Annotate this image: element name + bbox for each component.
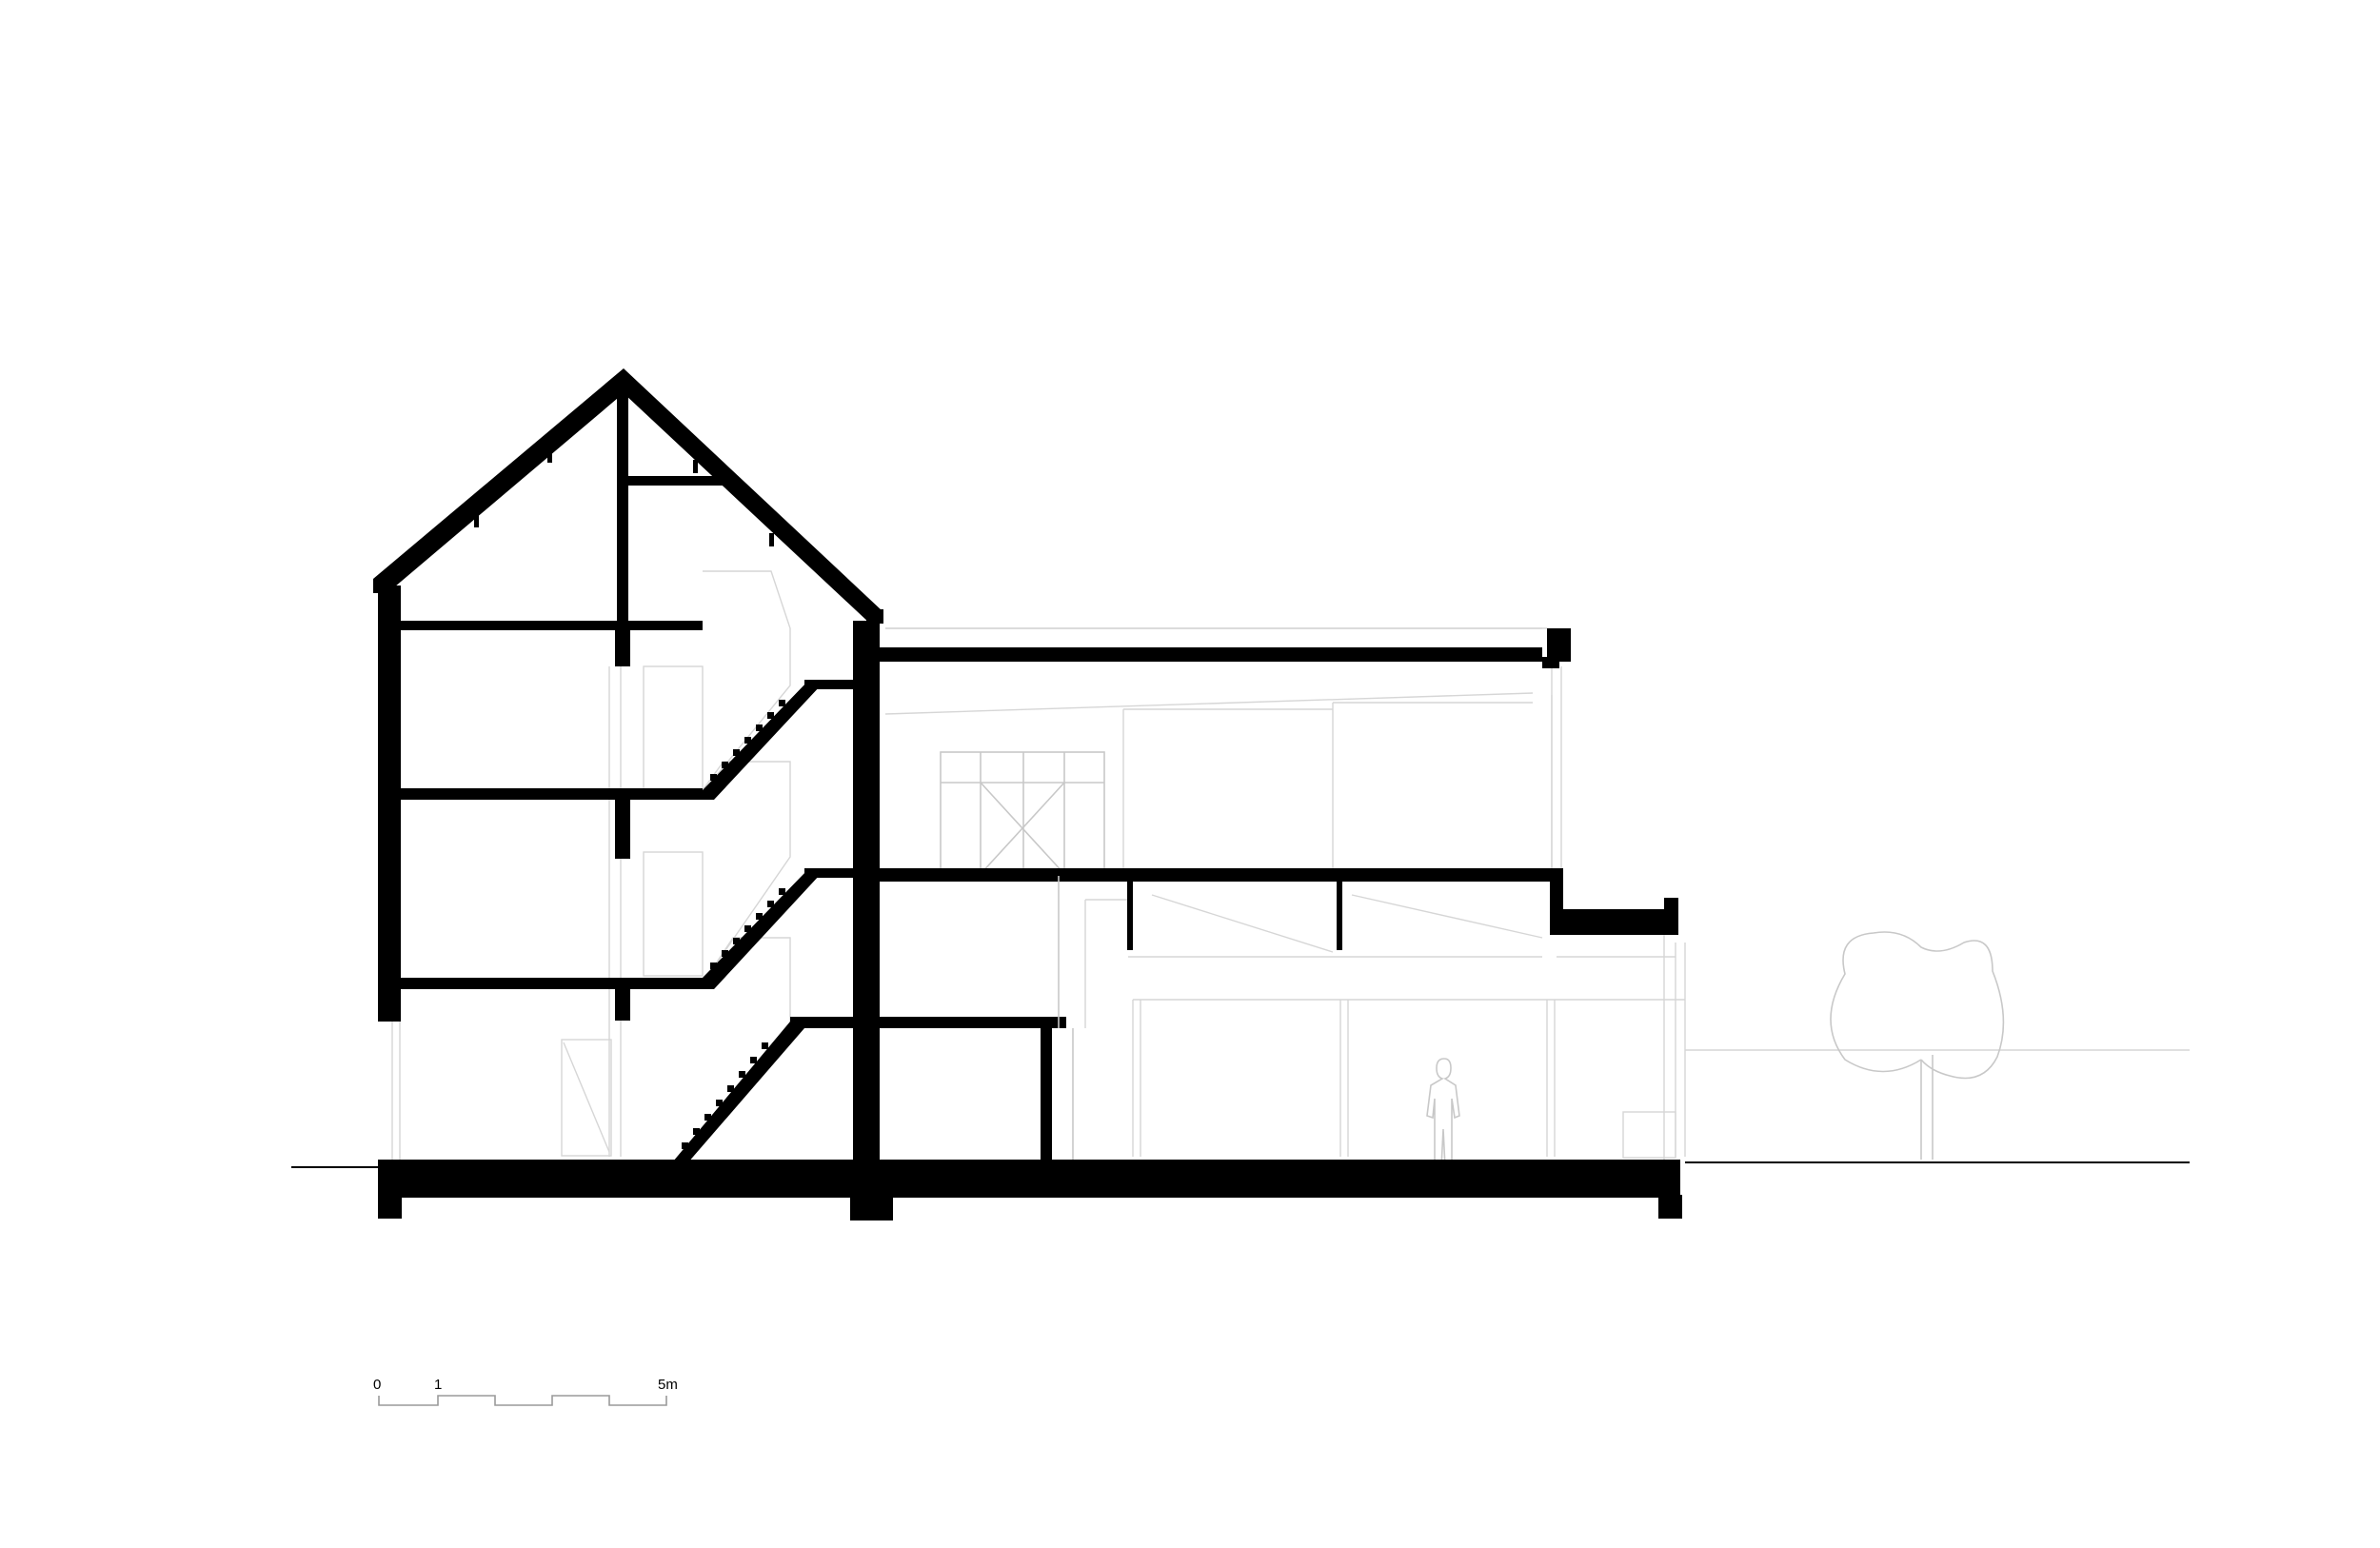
attic-floor: [401, 621, 703, 630]
landing-upper: [804, 680, 857, 689]
extension-parapet: [1664, 898, 1678, 935]
scale-bar: 0 1 5m: [373, 1377, 678, 1406]
second-floor: [401, 978, 703, 989]
extension-roof: [1552, 909, 1666, 935]
scale-tick-1: 1: [434, 1377, 442, 1393]
stair-flight-middle: [703, 868, 821, 989]
tree-icon: [1830, 931, 2005, 1160]
beam-2: [1337, 876, 1342, 950]
footing-right: [1658, 1195, 1682, 1219]
ground-line: [291, 1161, 2190, 1168]
king-post: [617, 386, 628, 666]
scale-bar-line: [378, 1395, 667, 1406]
foundation-slab: [378, 1160, 1680, 1198]
footing-left: [378, 1195, 402, 1219]
central-wall-inner: [866, 609, 880, 1200]
right-first-floor: [876, 868, 1561, 882]
stair-flight-upper: [703, 680, 821, 800]
gable-roof: [373, 368, 883, 624]
right-roof-slab: [876, 647, 1542, 662]
left-exterior-wall: [378, 585, 401, 1022]
section-cut: [373, 368, 1682, 1221]
person-figure-icon: [1426, 1058, 1460, 1168]
parapet-right: [1547, 628, 1571, 662]
scale-tick-5: 5m: [658, 1377, 678, 1393]
mezzanine-slab: [876, 1017, 1066, 1028]
third-floor: [401, 788, 703, 800]
mezzanine-column: [1041, 1028, 1052, 1161]
collar-tie: [624, 476, 724, 486]
stair-flight-lower: [673, 1022, 804, 1163]
landing-middle: [804, 868, 857, 878]
beam-1: [1127, 876, 1133, 950]
landing-lower: [790, 1017, 857, 1028]
scale-tick-0: 0: [373, 1377, 381, 1393]
